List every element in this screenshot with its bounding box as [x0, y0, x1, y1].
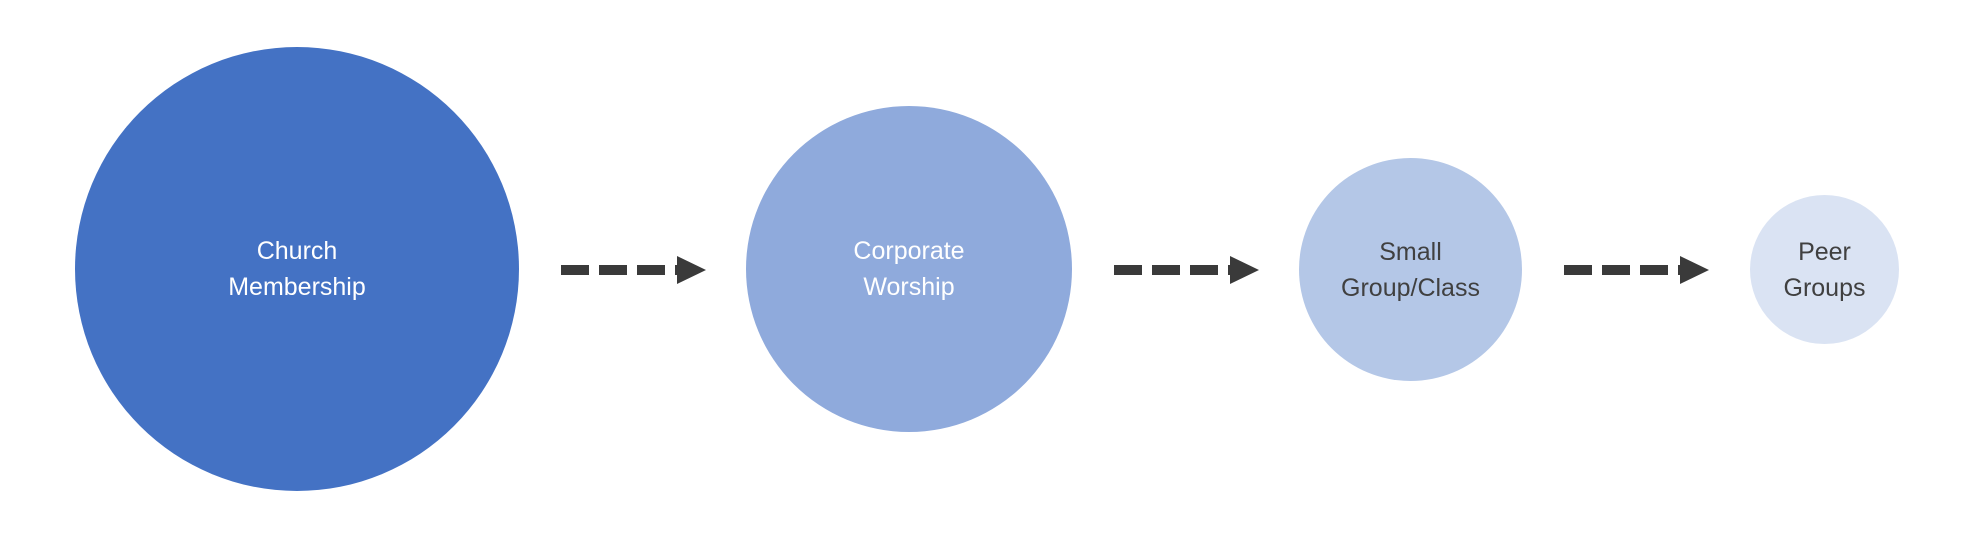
- small-group-class-circle: Small Group/Class: [1299, 158, 1522, 381]
- dashed-right-arrow-icon: [1114, 256, 1259, 284]
- small-group-class-label: Small Group/Class: [1341, 237, 1480, 302]
- peer-groups-circle: Peer Groups: [1750, 195, 1899, 344]
- dashed-right-arrow-icon: [1564, 256, 1709, 284]
- church-membership-label: Church Membership: [228, 237, 366, 301]
- arrow-3: [1564, 256, 1709, 284]
- corporate-worship-label: Corporate Worship: [853, 237, 965, 301]
- peer-groups-label: Peer Groups: [1783, 237, 1866, 302]
- arrow-1: [561, 256, 706, 284]
- dashed-right-arrow-icon: [561, 256, 706, 284]
- corporate-worship-circle: Corporate Worship: [746, 106, 1072, 432]
- church-membership-circle: Church Membership: [75, 47, 519, 491]
- arrow-2: [1114, 256, 1259, 284]
